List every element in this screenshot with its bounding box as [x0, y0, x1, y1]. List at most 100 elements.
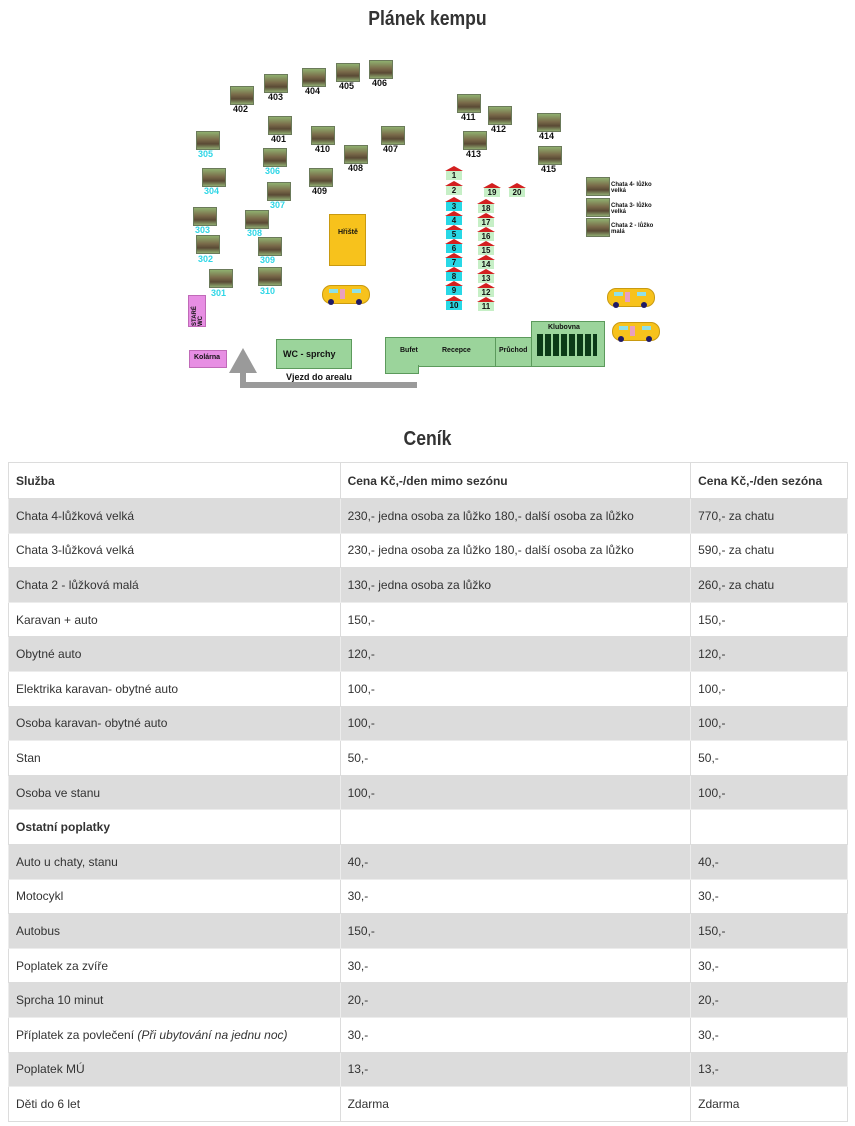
- legend-cabin-2-icon: [586, 218, 610, 237]
- season-price-cell: 13,-: [690, 1051, 848, 1088]
- hut-9: 9: [445, 281, 463, 295]
- cabin-label: 409: [312, 186, 328, 196]
- service-cell: Elektrika karavan- obytné auto: [8, 670, 341, 707]
- off-season-price-cell: 150,-: [339, 913, 692, 949]
- season-price-cell: [690, 809, 848, 845]
- service-cell: Děti do 6 let: [8, 1086, 341, 1122]
- caravan-icon: [607, 288, 655, 308]
- wc-showers: WC - sprchy: [276, 339, 352, 369]
- laundry: Kolárna: [189, 350, 227, 368]
- cabin-label: 401: [271, 134, 287, 144]
- hut-10: 10: [445, 296, 463, 310]
- cabin-label: 310: [260, 286, 276, 296]
- off-season-price-cell: 30,-: [339, 1016, 692, 1053]
- entrance-arrow-icon: [229, 348, 257, 373]
- service-cell: Ostatní poplatky: [8, 809, 341, 845]
- cabin-label: 410: [315, 144, 331, 154]
- service-cell: Osoba karavan- obytné auto: [8, 705, 341, 742]
- cabin-label: 414: [539, 131, 555, 141]
- cabin-label: 404: [305, 86, 321, 96]
- hut-17: 17: [477, 213, 495, 227]
- price-title: Ceník: [403, 428, 452, 450]
- cabin-label: 305: [198, 149, 214, 159]
- hut-19: 19: [483, 183, 501, 197]
- passage: Průchod: [495, 337, 533, 367]
- camp-map: 402 403 404 405 406 401 410 407 408 409 …: [186, 52, 660, 397]
- col-header-service: Služba: [8, 462, 341, 499]
- cabin-408-icon: [344, 145, 368, 164]
- off-season-price-cell: 100,-: [339, 774, 692, 811]
- cabin-label: 307: [270, 200, 286, 210]
- caravan-icon: [322, 285, 370, 305]
- season-price-cell: 30,-: [690, 878, 848, 915]
- season-price-cell: 150,-: [690, 913, 848, 949]
- table-header-row: Služba Cena Kč,-/den mimo sezónu Cena Kč…: [8, 462, 848, 499]
- hut-7: 7: [445, 253, 463, 267]
- service-cell: Motocykl: [8, 878, 341, 915]
- old-wc: STARÉ WC: [188, 295, 206, 327]
- off-season-price-cell: 20,-: [339, 982, 692, 1018]
- service-cell: Sprcha 10 minut: [8, 982, 341, 1018]
- col-header-season: Cena Kč,-/den sezóna: [690, 462, 848, 499]
- cabin-301-icon: [209, 269, 233, 288]
- legend-label: Chata 3- lůžko velká: [611, 203, 652, 215]
- hut-12: 12: [477, 283, 495, 297]
- service-cell: Stan: [8, 740, 341, 776]
- cabin-label: 406: [372, 78, 388, 88]
- entrance-road: [240, 382, 417, 388]
- service-cell: Auto u chaty, stanu: [8, 843, 341, 880]
- hut-11: 11: [477, 297, 495, 311]
- hut-18: 18: [477, 199, 495, 213]
- season-price-cell: 120,-: [690, 636, 848, 672]
- cabin-413-icon: [463, 131, 487, 150]
- cabin-309-icon: [258, 237, 282, 256]
- cabin-401-icon: [268, 116, 292, 135]
- service-cell: Poplatek MÚ: [8, 1051, 341, 1088]
- cabin-404-icon: [302, 68, 326, 87]
- off-season-price-cell: Zdarma: [339, 1086, 692, 1122]
- col-header-off-season: Cena Kč,-/den mimo sezónu: [339, 462, 692, 499]
- hut-15: 15: [477, 241, 495, 255]
- price-table: Služba Cena Kč,-/den mimo sezónu Cena Kč…: [8, 462, 848, 1122]
- hut-13: 13: [477, 269, 495, 283]
- cabin-label: 405: [339, 81, 355, 91]
- off-season-price-cell: 230,- jedna osoba za lůžko 180,- další o…: [339, 498, 692, 534]
- cabin-306-icon: [263, 148, 287, 167]
- cabin-label: 407: [383, 144, 399, 154]
- service-cell: Chata 3-lůžková velká: [8, 532, 341, 569]
- hut-5: 5: [445, 225, 463, 239]
- cabin-label: 308: [247, 228, 263, 238]
- off-season-price-cell: 40,-: [339, 843, 692, 880]
- service-cell: Karavan + auto: [8, 601, 341, 638]
- buffet-reception: Bufet Recepce: [385, 337, 497, 367]
- cabin-label: 309: [260, 255, 276, 265]
- cabin-label: 403: [268, 92, 284, 102]
- entrance-label: Vjezd do arealu: [286, 372, 353, 382]
- off-season-price-cell: 120,-: [339, 636, 692, 672]
- cabin-411-icon: [457, 94, 481, 113]
- table-row: Ostatní poplatky: [8, 809, 848, 845]
- cabin-label: 415: [541, 164, 557, 174]
- cabin-410-icon: [311, 126, 335, 145]
- hut-14: 14: [477, 255, 495, 269]
- season-price-cell: 150,-: [690, 601, 848, 638]
- service-cell: Chata 2 - lůžková malá: [8, 567, 341, 603]
- off-season-price-cell: 230,- jedna osoba za lůžko 180,- další o…: [339, 532, 692, 569]
- map-title: Plánek kempu: [368, 8, 487, 30]
- cabin-label: 306: [265, 166, 281, 176]
- off-season-price-cell: 30,-: [339, 947, 692, 984]
- legend-cabin-4-icon: [586, 177, 610, 196]
- cabin-402-icon: [230, 86, 254, 105]
- service-cell: Obytné auto: [8, 636, 341, 672]
- season-price-cell: 100,-: [690, 705, 848, 742]
- cabin-label: 301: [211, 288, 227, 298]
